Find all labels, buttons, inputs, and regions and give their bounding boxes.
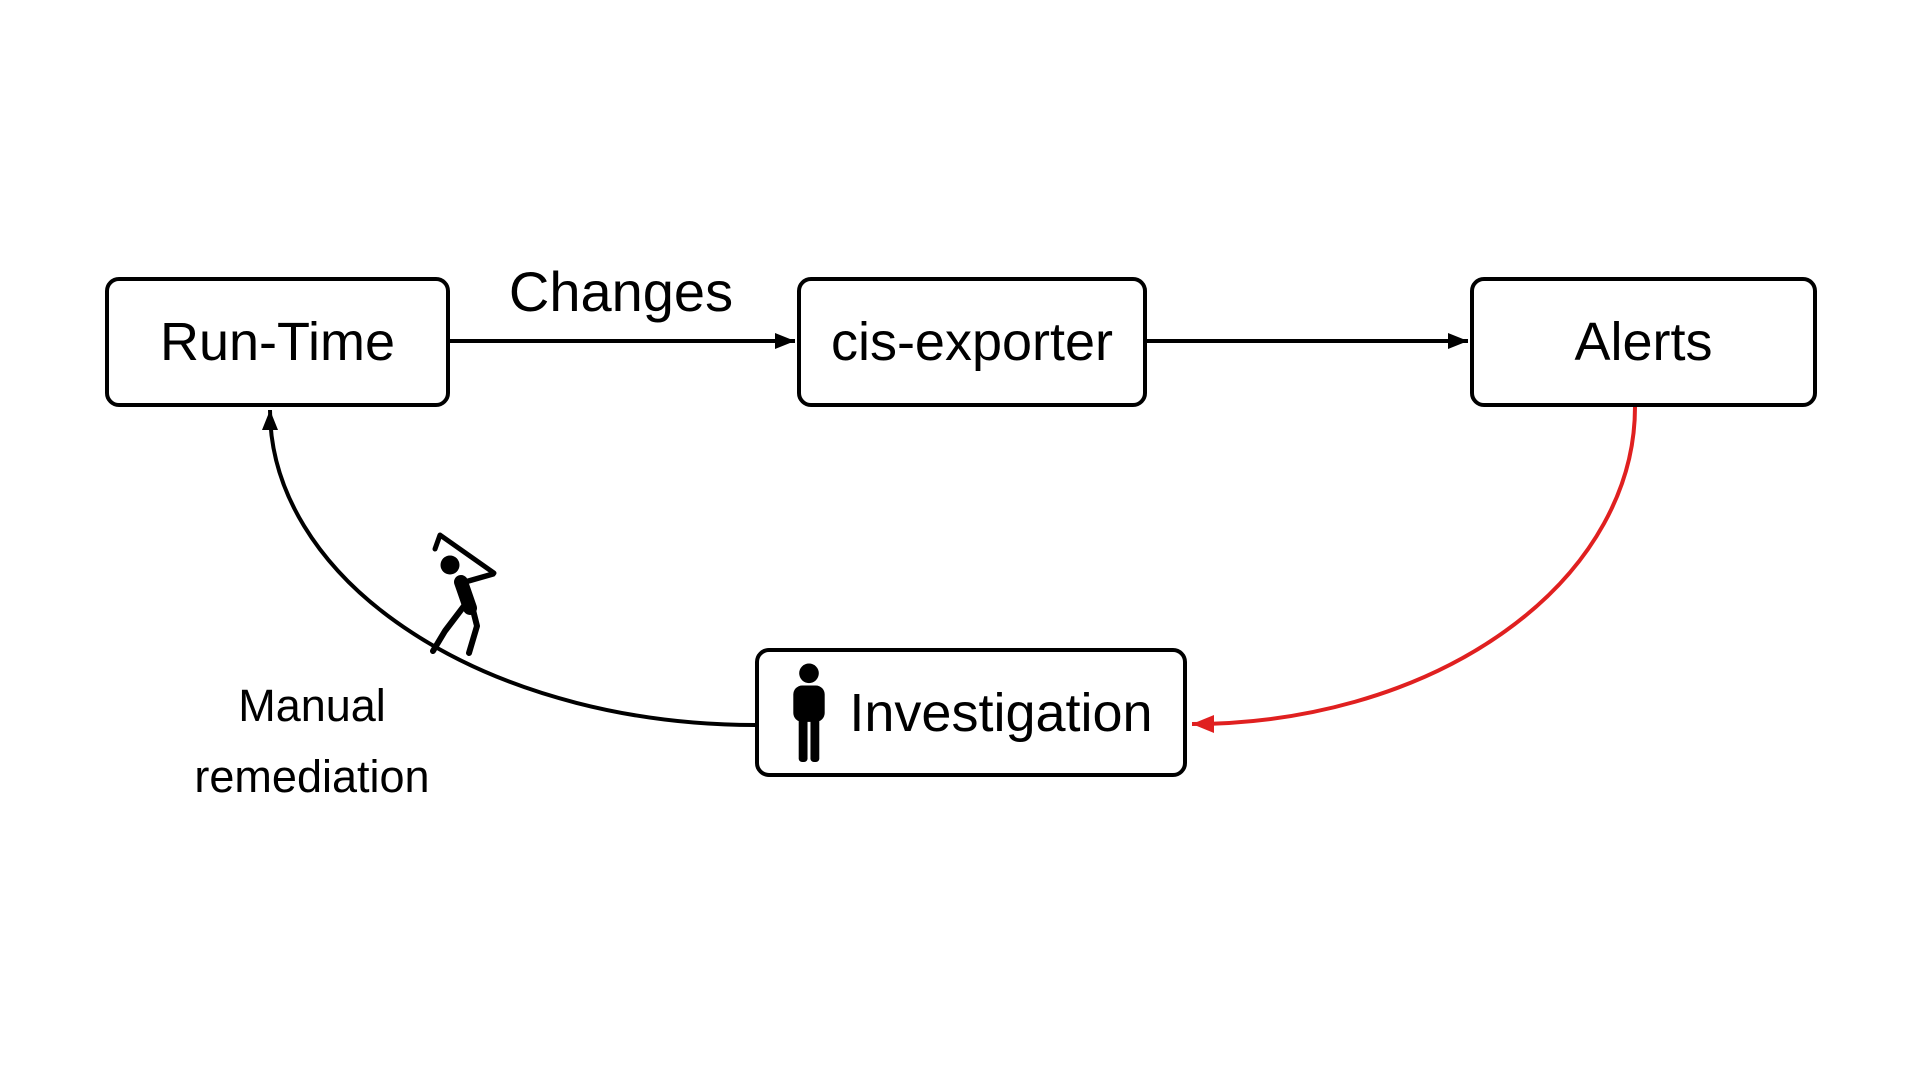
node-investigation: Investigation [755,648,1187,777]
golfer-torso [454,575,477,615]
node-cis-exporter: cis-exporter [797,277,1147,407]
node-alerts: Alerts [1470,277,1817,407]
node-run-time-label: Run-Time [159,312,396,372]
golfer-club [432,532,497,576]
person-left-leg [799,717,808,762]
manual-remediation-line1: Manual [238,680,386,731]
person-right-leg [810,717,820,762]
node-cis-exporter-label: cis-exporter [830,312,1114,372]
edge-alerts-to-investigation [1191,406,1637,733]
golfer-icon [430,532,497,656]
manual-remediation-line2: remediation [194,751,430,802]
golfer-head [440,555,460,575]
node-investigation-label: Investigation [849,682,1153,743]
golfer-left-leg [430,603,467,654]
edge-investigation-to-runtime [262,409,756,727]
node-alerts-label: Alerts [1574,312,1713,372]
person-torso [793,685,826,722]
edge-label-changes: Changes [508,260,734,323]
person-head [799,662,820,683]
person-icon [793,662,826,762]
golfer-right-leg [466,603,480,656]
node-run-time: Run-Time [105,277,450,407]
edge-label-manual-remediation: Manual remediation [132,670,492,812]
